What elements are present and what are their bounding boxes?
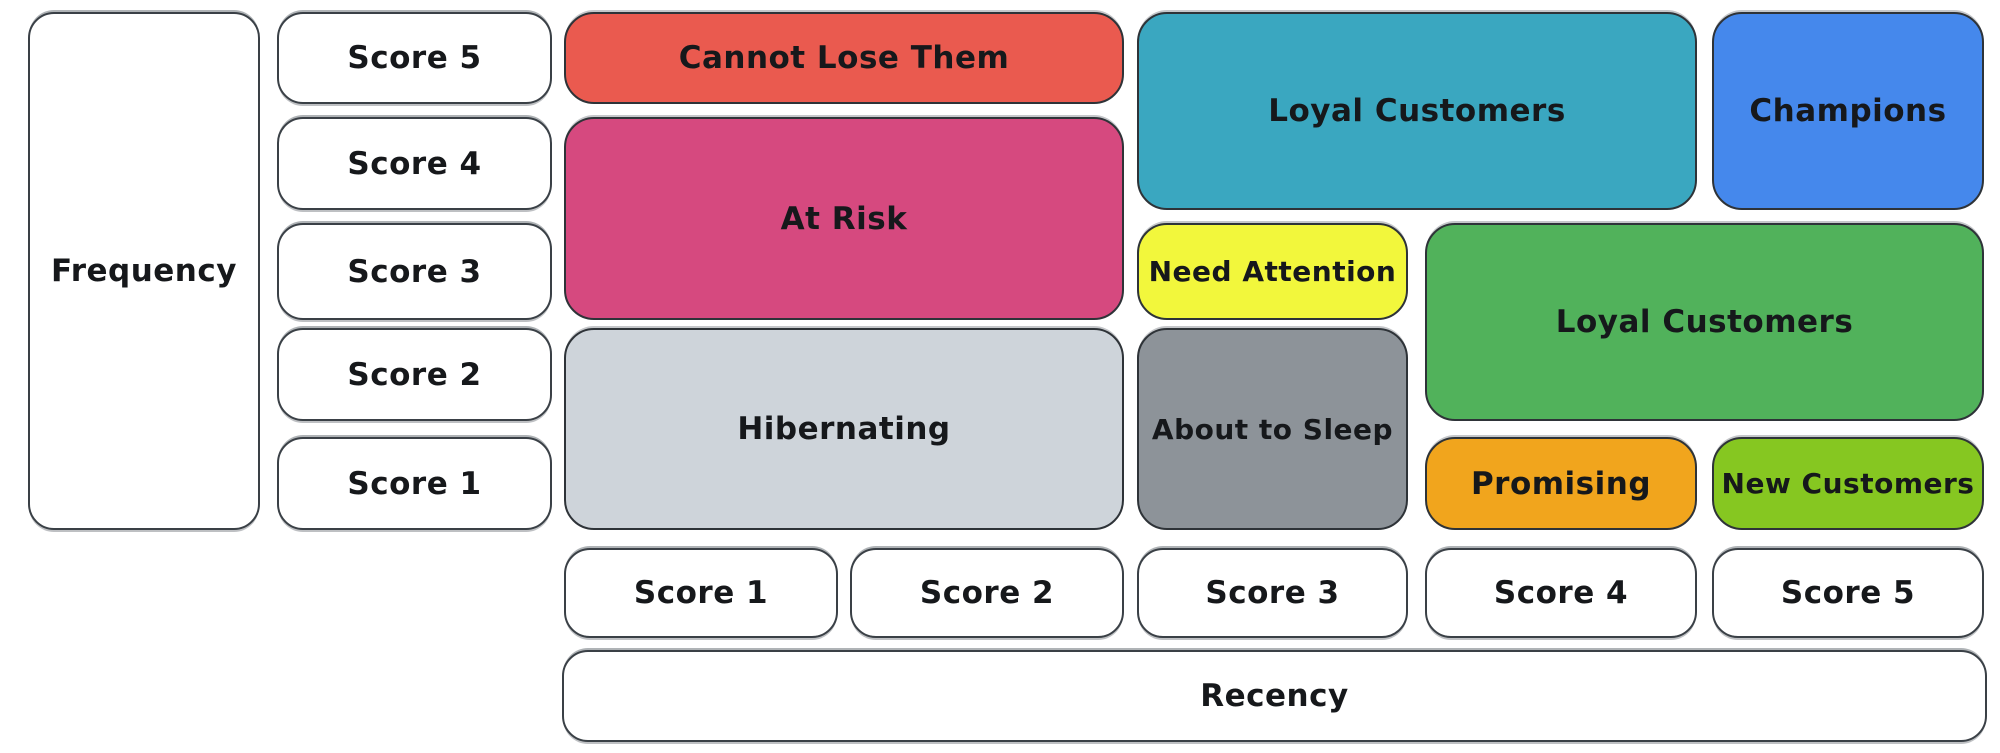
recency-axis-label: Recency <box>562 650 1987 742</box>
segment-champions-box: Champions <box>1712 12 1984 210</box>
recency-score-5-box: Score 5 <box>1712 548 1984 638</box>
frequency-axis-label: Frequency <box>28 12 260 530</box>
segment-hibernating-box: Hibernating <box>564 328 1124 530</box>
frequency-score-3-box: Score 3 <box>277 223 552 320</box>
segment-promising-box: Promising <box>1425 437 1697 530</box>
segment-new-customers-box: New Customers <box>1712 437 1984 530</box>
segment-at-risk-box: At Risk <box>564 117 1124 320</box>
segment-loyal-customers-box: Loyal Customers <box>1425 223 1984 421</box>
frequency-score-1-box: Score 1 <box>277 437 552 530</box>
segment-loyal-customers-box: Loyal Customers <box>1137 12 1697 210</box>
frequency-score-5-box: Score 5 <box>277 12 552 104</box>
recency-score-1-box: Score 1 <box>564 548 838 638</box>
segment-cannot-lose-them-box: Cannot Lose Them <box>564 12 1124 104</box>
recency-score-4-box: Score 4 <box>1425 548 1697 638</box>
frequency-score-2-box: Score 2 <box>277 328 552 421</box>
frequency-score-4-box: Score 4 <box>277 117 552 210</box>
recency-score-3-box: Score 3 <box>1137 548 1408 638</box>
segment-about-to-sleep-box: About to Sleep <box>1137 328 1408 530</box>
segment-need-attention-box: Need Attention <box>1137 223 1408 320</box>
recency-score-2-box: Score 2 <box>850 548 1124 638</box>
